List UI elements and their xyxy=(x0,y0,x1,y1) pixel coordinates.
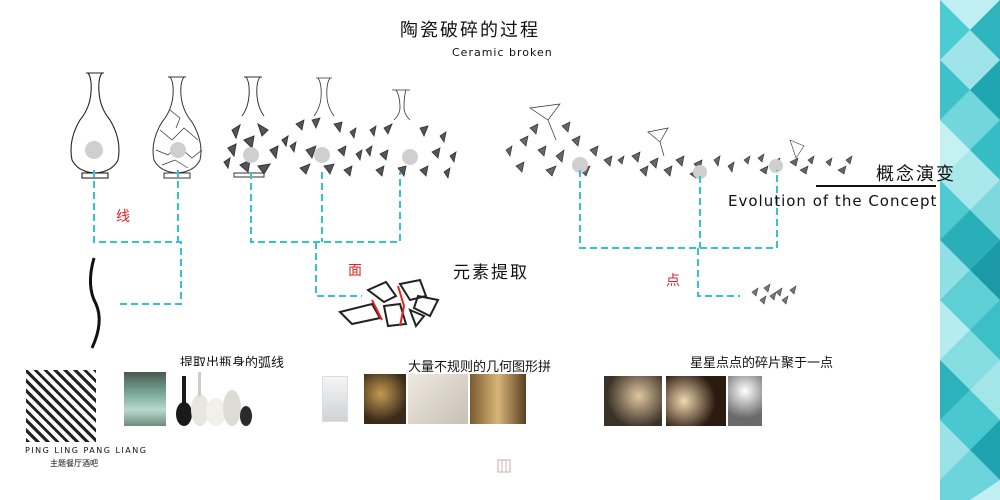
red-fracture-lines xyxy=(371,285,406,327)
marble-thumbnail xyxy=(364,374,406,424)
interior-thumbnail xyxy=(470,374,526,424)
connector-lines xyxy=(93,170,778,305)
vase-icon xyxy=(152,76,203,179)
lights-thumbnail-1 xyxy=(604,376,662,426)
triangle-band xyxy=(940,0,1000,500)
glass-vase-thumbnail xyxy=(322,376,348,422)
point-label: 点 xyxy=(666,273,680,289)
concept-subtitle: Evolution of the Concept xyxy=(728,192,938,210)
geometric-shards xyxy=(338,278,440,328)
vase-icon xyxy=(223,76,289,178)
fragment-cluster-icon xyxy=(505,103,613,177)
concept-title: 概念演变 xyxy=(876,164,956,185)
vase-icon xyxy=(70,72,120,179)
fragment-cluster-icon xyxy=(617,127,735,179)
lights-thumbnail-2 xyxy=(666,376,726,426)
fragment-cluster-icon xyxy=(751,283,797,305)
fragment-cluster-icon xyxy=(743,139,853,175)
white-vases-photo-thumbnail xyxy=(170,366,254,428)
page-title: 陶瓷破碎的过程 xyxy=(400,20,540,41)
vase-photo-thumbnail xyxy=(124,372,166,426)
pattern-thumbnail xyxy=(26,370,96,442)
page-subtitle: Ceramic broken xyxy=(452,46,553,59)
brand-name: PING LING PANG LIANG xyxy=(25,446,148,455)
arc-line xyxy=(89,257,101,349)
lights-thumbnail-3 xyxy=(728,376,762,426)
caption-stars: 星星点点的碎片聚于一点 xyxy=(690,356,834,371)
fragment-cluster-icon xyxy=(289,77,363,177)
surface-label: 面 xyxy=(348,263,362,279)
brand-subtitle: 主题餐厅酒吧 xyxy=(50,459,98,468)
brand-logo-icon xyxy=(497,459,511,473)
caption-geometry: 大量不规则的几何图形拼 xyxy=(408,360,552,375)
concept-underline xyxy=(816,185,936,187)
wall-texture-thumbnail xyxy=(408,374,468,424)
fragment-cluster-icon xyxy=(365,89,457,180)
extraction-heading: 元素提取 xyxy=(453,263,529,283)
line-label: 线 xyxy=(116,209,130,225)
